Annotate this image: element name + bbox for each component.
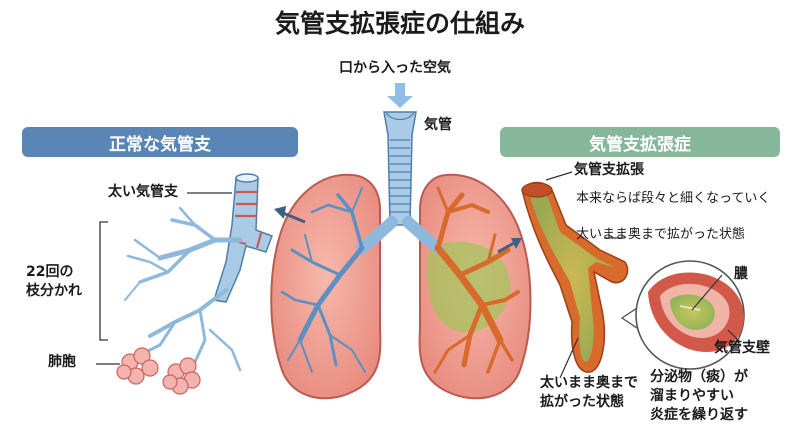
air-intake-label: 口から入った空気 [339, 60, 451, 76]
dilated-bronchus-detail [521, 181, 629, 373]
normal-bronchus-detail [116, 173, 273, 395]
label-pus: 膿 [734, 266, 748, 282]
cross-section-magnifier [620, 260, 745, 370]
label-bronchial-wall: 気管支壁 [714, 340, 770, 356]
bronchiectasis-banner: 気管支拡張症 [500, 127, 780, 157]
right-bronchial-tree [433, 186, 520, 374]
label-branching-line1: 22回の [26, 264, 74, 280]
pointer-pus [691, 274, 723, 311]
left-main-bronchus [356, 216, 398, 254]
trachea-label: 気管 [424, 117, 452, 133]
pointer-bottom [559, 337, 579, 379]
label-alveoli: 肺胞 [48, 354, 76, 370]
left-bronchial-tree [280, 187, 366, 373]
label-wide-deep-line1: 太いまま奥まで [540, 375, 638, 391]
right-main-bronchus [402, 216, 444, 254]
page-title: 気管支拡張症の仕組み [274, 9, 525, 38]
label-stays-wide: 太いまま奥まで拡がった状態 [576, 227, 746, 242]
label-branching-line2: 枝分かれ [26, 283, 82, 299]
pointer-wall [727, 329, 741, 343]
label-mucus-line3: 炎症を繰り返す [650, 407, 748, 423]
label-should-narrow: 本来ならば段々と細くなっていく [576, 191, 771, 206]
label-bronchial-dilation: 気管支拡張 [574, 162, 644, 178]
label-mucus-line1: 分泌物（痰）が [650, 369, 748, 385]
normal-bronchus-banner: 正常な気管支 [22, 127, 298, 157]
branching-bracket [99, 221, 108, 341]
arrow-to-normal-detail [274, 206, 306, 224]
trachea [383, 111, 417, 226]
label-wide-deep-line2: 拡がった状態 [540, 394, 624, 410]
pointer-dilation [545, 171, 573, 181]
arrow-to-disease-detail [497, 238, 522, 254]
left-lung [270, 173, 382, 400]
air-inflow-arrow [387, 83, 413, 108]
alveoli-cluster [116, 347, 201, 395]
label-mucus-line2: 溜まりやすい [650, 388, 734, 404]
label-thick-bronchus: 太い気管支 [108, 184, 178, 200]
